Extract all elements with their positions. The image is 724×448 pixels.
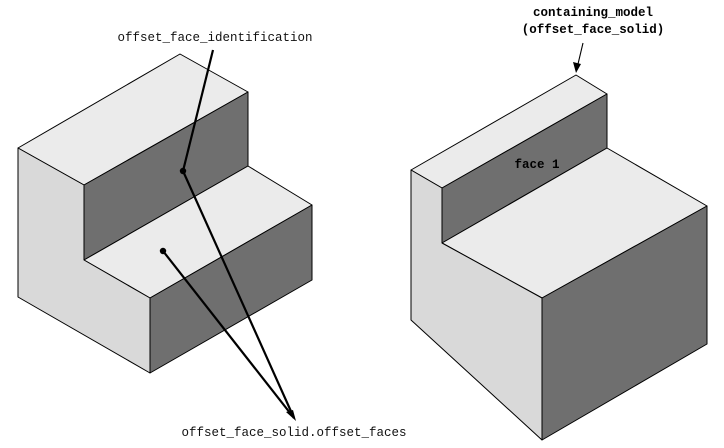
identification-leader bbox=[181, 49, 215, 172]
offset-faces-arrowhead bbox=[286, 410, 296, 421]
left-profile-face bbox=[17, 147, 151, 374]
containing-model-leader bbox=[577, 42, 584, 65]
offset-left-face bbox=[410, 169, 543, 441]
offset-faces-leader-1 bbox=[181, 170, 296, 419]
containing-model-sublabel: (offset_face_solid) bbox=[522, 23, 665, 37]
stepped-solid bbox=[17, 53, 313, 374]
containing-model-label: containing_model bbox=[533, 6, 653, 20]
offset-faces-label: offset_face_solid.offset_faces bbox=[181, 426, 406, 440]
offset-solid bbox=[410, 74, 708, 441]
offset-face-identification-label: offset_face_identification bbox=[117, 31, 312, 45]
containing-model-arrowhead bbox=[573, 62, 581, 73]
offset-faces-leader-2 bbox=[162, 250, 295, 419]
offset-face-point bbox=[159, 247, 167, 255]
face-1-label: face 1 bbox=[514, 158, 559, 172]
